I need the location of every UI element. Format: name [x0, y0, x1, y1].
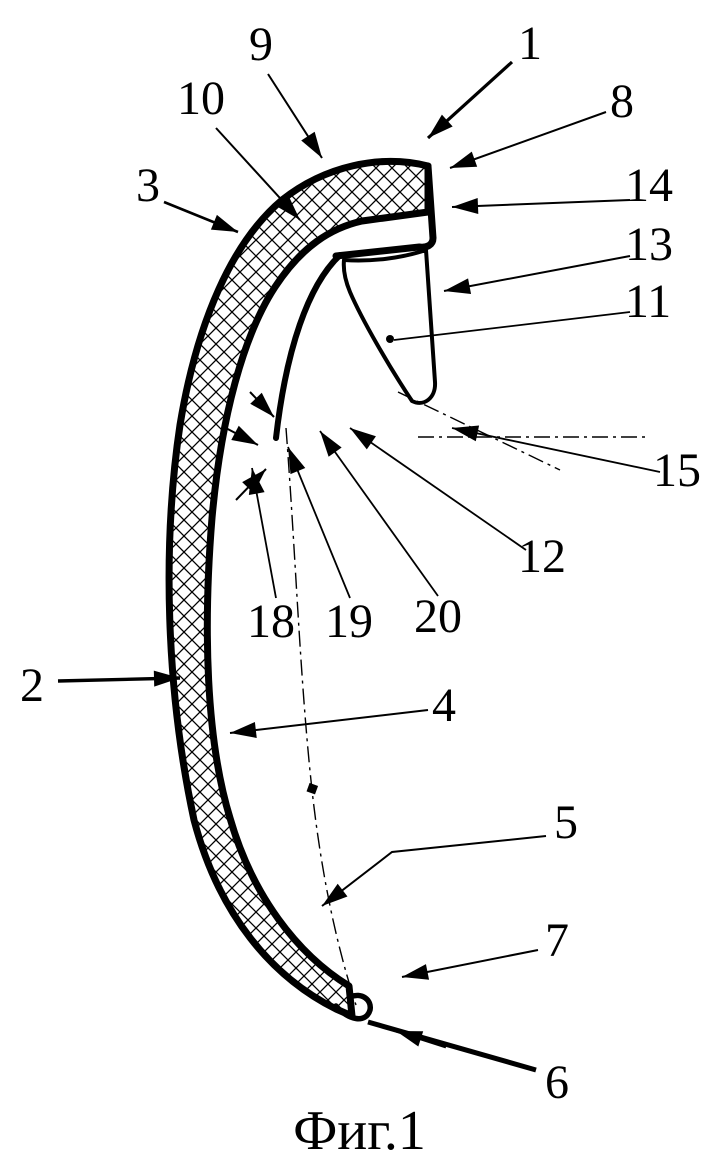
- label-5: 5: [554, 796, 578, 849]
- label-19: 19: [325, 595, 373, 648]
- leader-line-11: [393, 311, 631, 341]
- label-18: 18: [247, 595, 295, 648]
- leader-line-13: [443, 255, 631, 295]
- leader-line-18: [248, 467, 277, 599]
- label-13: 13: [625, 218, 673, 271]
- centerline-marker: [306, 782, 319, 795]
- label-20: 20: [414, 590, 462, 643]
- leader-line-5: [321, 835, 547, 907]
- leader-line-12: [349, 427, 527, 551]
- cluster-arrow-b: [235, 468, 267, 501]
- profile-shape: [165, 158, 438, 1022]
- label-15: 15: [653, 444, 701, 497]
- leader-line-8: [449, 111, 607, 169]
- bottom-hook: [333, 992, 373, 1022]
- cluster-arrow-c: [249, 391, 275, 418]
- leader-line-10: [215, 127, 301, 221]
- label-12: 12: [518, 530, 566, 583]
- top-hook-cap: [332, 162, 437, 260]
- label-3: 3: [136, 159, 160, 212]
- leader-line-3: [163, 200, 239, 234]
- label-4: 4: [432, 679, 456, 732]
- leader-line-4: [229, 709, 429, 738]
- label-14: 14: [625, 159, 673, 212]
- label-9: 9: [249, 18, 273, 71]
- inner-curve: [273, 252, 343, 441]
- leader-line-19: [287, 446, 351, 599]
- centerlines: [285, 391, 648, 1006]
- label-1: 1: [518, 17, 542, 70]
- label-10: 10: [177, 72, 225, 125]
- label-8: 8: [610, 75, 634, 128]
- leader-line-20: [319, 430, 439, 597]
- label-11: 11: [624, 275, 672, 328]
- leader-line-2: [57, 670, 181, 687]
- label-2: 2: [20, 659, 44, 712]
- leader-line-6-shaft: [367, 1019, 537, 1073]
- cluster-arrow-a: [221, 425, 259, 446]
- label-7: 7: [545, 914, 569, 967]
- leader-line-7: [401, 949, 539, 980]
- leader-line-15: [451, 425, 661, 473]
- vertical-centerline: [285, 427, 357, 1006]
- leader-line-1: [426, 60, 514, 140]
- label-6: 6: [545, 1056, 569, 1109]
- flap-tongue: [341, 248, 438, 405]
- leader-lines: [57, 60, 661, 1073]
- leader-line-9: [267, 73, 323, 159]
- leader-line-6-arrow: [395, 1029, 447, 1049]
- figure-caption: Фиг.1: [293, 1100, 426, 1162]
- leader-line-14: [451, 197, 631, 214]
- flap-reference-dot: [386, 335, 394, 343]
